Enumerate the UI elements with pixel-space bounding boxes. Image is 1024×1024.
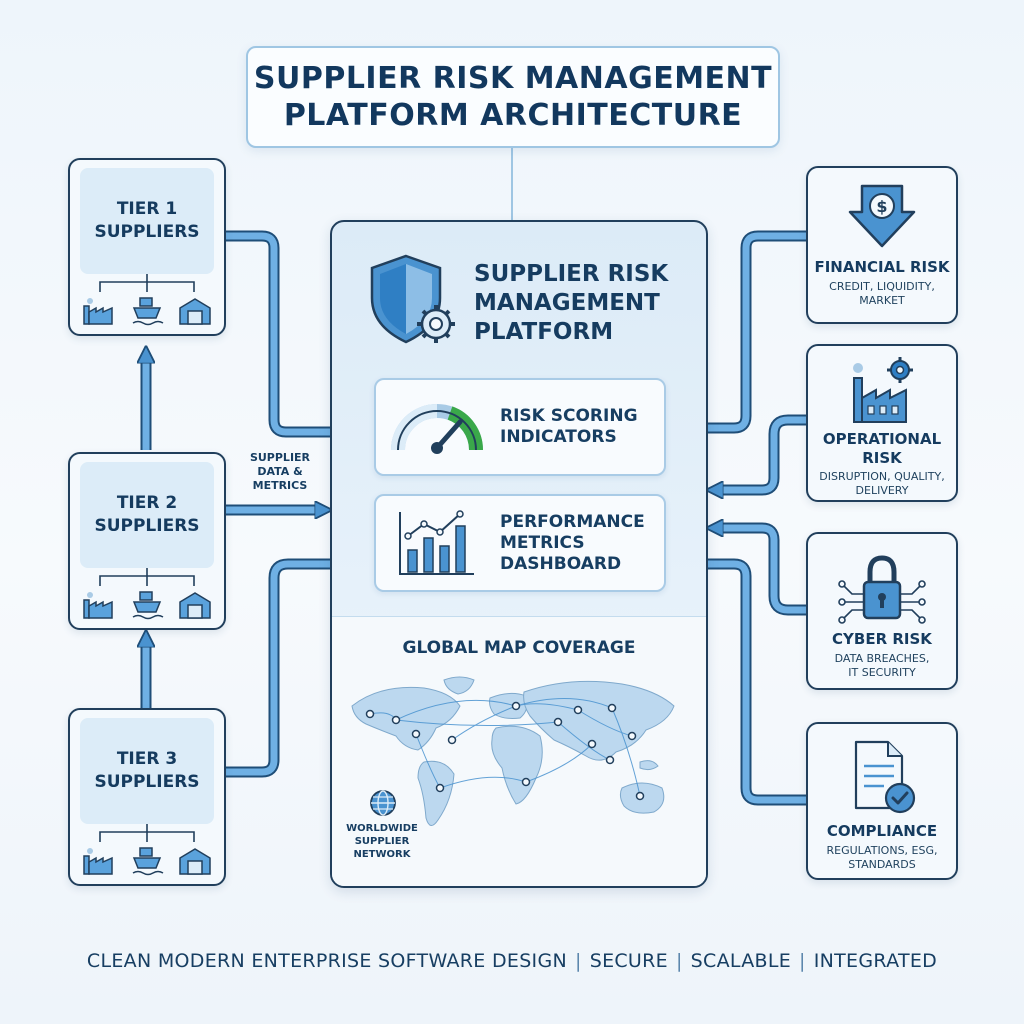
global-map-title: GLOBAL MAP COVERAGE [402,638,636,658]
footer-integrated: INTEGRATED [813,950,938,972]
tier-2-title: TIER 2 [116,493,178,513]
tier-3-title: TIER 3 [116,749,178,769]
footer-main: CLEAN MODERN ENTERPRISE SOFTWARE DESIGN [86,950,567,972]
compliance-subtitle-2: STANDARDS [848,858,916,871]
performance-metrics-dashboard-card[interactable]: PERFORMANCE METRICS DASHBOARD [374,494,666,592]
tier-3-header: TIER 3 SUPPLIERS [80,718,214,824]
title-line-1: SUPPLIER RISK MANAGEMENT [253,61,773,96]
risk-management-platform-panel[interactable]: SUPPLIER RISK MANAGEMENT PLATFORM RISK S… [330,220,708,888]
title-line-2: PLATFORM ARCHITECTURE [283,98,743,133]
dollar-down-arrow-icon: $ [848,184,916,248]
warehouse-icon [179,592,211,619]
factory-gear-icon [853,357,913,423]
gauge-icon [391,404,484,454]
factory-icon [83,848,113,875]
ship-icon [132,297,164,326]
warehouse-icon [179,848,211,875]
operational-risk-title-1: OPERATIONAL [822,430,942,448]
ship-icon [132,591,164,620]
shield-gear-icon [370,254,455,344]
svg-text:$: $ [876,197,887,216]
footer-separator: | [575,950,582,972]
platform-title-line-3: PLATFORM [474,319,614,345]
cyber-risk-subtitle-2: IT SECURITY [848,666,916,679]
compliance-card[interactable]: COMPLIANCE REGULATIONS, ESG, STANDARDS [806,722,958,880]
performance-line-2: METRICS [500,533,585,553]
network-line-1: WORLDWIDE [346,823,418,834]
tier-1-header: TIER 1 SUPPLIERS [80,168,214,274]
south-america-landmass [417,760,455,826]
footer-secure: SECURE [589,950,668,972]
greenland-landmass [443,676,475,695]
tier-3-subtitle: SUPPLIERS [94,772,200,792]
risk-scoring-indicators-card[interactable]: RISK SCORING INDICATORS [374,378,666,476]
operational-risk-subtitle-1: DISRUPTION, QUALITY, [819,470,945,483]
operational-risk-card[interactable]: OPERATIONAL RISK DISRUPTION, QUALITY, DE… [806,344,958,502]
tier-2-subtitle: SUPPLIERS [94,516,200,536]
factory-icon [83,298,113,325]
performance-title: PERFORMANCE METRICS DASHBOARD [500,512,645,575]
tier-1-suppliers-card[interactable]: TIER 1 SUPPLIERS [68,158,226,336]
asia-landmass [523,680,675,761]
cyber-risk-title: CYBER RISK [832,630,932,648]
cyber-risk-subtitle-1: DATA BREACHES, [834,652,930,665]
footer-separator: | [675,950,683,972]
factory-icon [83,592,113,619]
platform-title-line-2: MANAGEMENT [474,290,660,316]
risk-scoring-line-1: RISK SCORING [500,406,638,426]
footer-separator: | [799,950,806,972]
world-map[interactable] [340,670,698,848]
padlock-network-icon [838,555,926,624]
flow-label-line-3: METRICS [252,479,308,492]
africa-landmass [491,725,543,805]
platform-title-line-1: SUPPLIER RISK [474,261,669,287]
compliance-title: COMPLIANCE [826,822,938,840]
bar-chart-icon [399,510,474,575]
network-line-2: SUPPLIER [354,836,410,847]
globe-icon [370,790,396,816]
document-check-icon [854,740,916,814]
performance-line-1: PERFORMANCE [500,512,645,532]
diagram-title: SUPPLIER RISK MANAGEMENT PLATFORM ARCHIT… [246,46,780,148]
financial-risk-title: FINANCIAL RISK [814,258,950,276]
indonesia-landmass [639,760,659,771]
network-line-3: NETWORK [353,849,411,860]
financial-risk-subtitle-1: CREDIT, LIQUIDITY, [829,280,935,293]
tier-2-suppliers-card[interactable]: TIER 2 SUPPLIERS [68,452,226,630]
compliance-subtitle-1: REGULATIONS, ESG, [826,844,938,857]
footer-tagline: CLEAN MODERN ENTERPRISE SOFTWARE DESIGN |… [0,950,1024,972]
tier-3-suppliers-card[interactable]: TIER 3 SUPPLIERS [68,708,226,886]
europe-landmass [489,692,528,719]
operational-risk-subtitle-2: DELIVERY [855,484,909,497]
tier-2-header: TIER 2 SUPPLIERS [80,462,214,568]
platform-title: SUPPLIER RISK MANAGEMENT PLATFORM [474,260,668,347]
flow-label-line-1: SUPPLIER [249,451,311,464]
ship-icon [132,847,164,876]
operational-risk-title-2: RISK [862,449,902,467]
worldwide-network-label: WORLDWIDE SUPPLIER NETWORK [340,822,424,861]
risk-scoring-line-2: INDICATORS [500,427,617,447]
tier-2-tree-lines [99,568,195,586]
flow-label-line-2: DATA & [257,465,303,478]
warehouse-icon [179,298,211,325]
performance-line-3: DASHBOARD [500,554,622,574]
tier-3-tree-lines [99,824,195,842]
footer-scalable: SCALABLE [690,950,792,972]
north-america-landmass [351,686,461,751]
supplier-data-flow-label: SUPPLIER DATA & METRICS [240,451,320,493]
risk-scoring-title: RISK SCORING INDICATORS [500,406,638,448]
financial-risk-subtitle-2: MARKET [859,294,905,307]
tier-1-title: TIER 1 [116,199,178,219]
tier-1-tree-lines [99,274,195,292]
financial-risk-card[interactable]: $ FINANCIAL RISK CREDIT, LIQUIDITY, MARK… [806,166,958,324]
tier-1-subtitle: SUPPLIERS [94,222,200,242]
cyber-risk-card[interactable]: CYBER RISK DATA BREACHES, IT SECURITY [806,532,958,690]
